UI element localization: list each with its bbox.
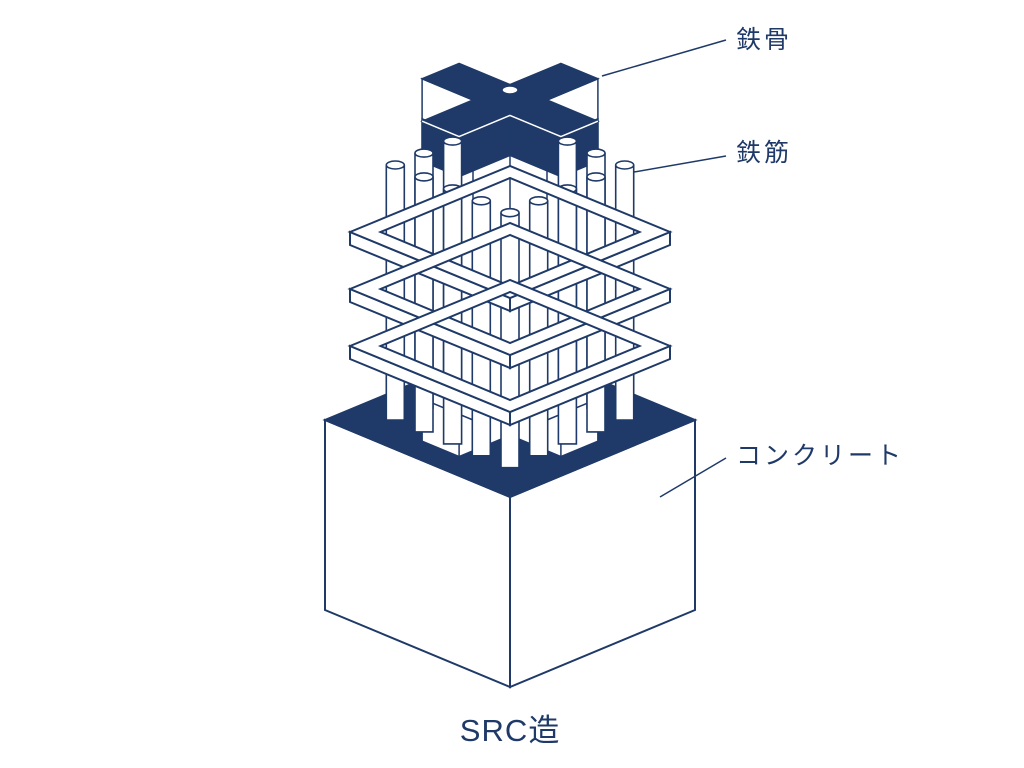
label-rebar: 鉄筋 [736, 139, 792, 167]
rebar-top [586, 148, 606, 158]
leader-line-rebar [633, 155, 727, 173]
rebar-top [614, 160, 635, 170]
rebar-top [385, 160, 406, 170]
rebar-top [500, 207, 520, 218]
label-concrete: コンクリート [736, 442, 904, 470]
steel-center-bolt [501, 85, 519, 95]
rebar-top [414, 148, 434, 158]
leader-line-concrete [659, 457, 727, 498]
leader-lines [601, 39, 727, 498]
rebar-top [528, 196, 549, 206]
rebar-top [557, 136, 578, 146]
rebar [500, 207, 520, 469]
rebar-top [471, 196, 492, 206]
hoop-bands-group [347, 164, 673, 427]
rebar-top [414, 172, 434, 182]
steel-top-edge-highlight [421, 114, 599, 138]
hoop-band [347, 278, 673, 427]
rebar-top [586, 172, 606, 182]
hoop-band-top [347, 278, 673, 414]
leader-line-steel-frame [601, 39, 727, 77]
diagram-title: SRC造 [460, 713, 560, 748]
rebar-top [442, 136, 463, 146]
label-steel-frame: 鉄骨 [736, 26, 792, 54]
